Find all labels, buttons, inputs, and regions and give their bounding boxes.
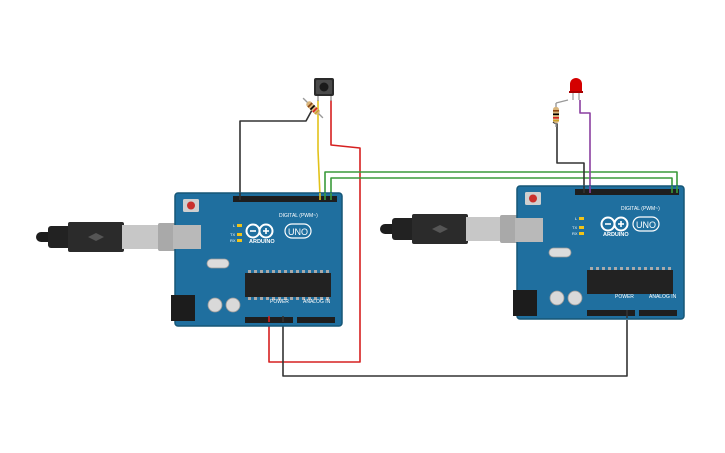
- wires: [239, 100, 678, 377]
- reset-button[interactable]: [187, 201, 195, 210]
- analog-header-label: ANALOG IN: [303, 299, 331, 305]
- wire-green-2[interactable]: [330, 177, 673, 196]
- tx-led-label: TX: [572, 225, 577, 230]
- power-jack: [171, 295, 195, 321]
- usb-jack: [173, 225, 201, 249]
- brand-label: ARDUINO: [249, 239, 275, 245]
- rx-led-label: RX: [230, 238, 236, 243]
- model-label: UNO: [288, 227, 308, 237]
- model-label: UNO: [636, 220, 656, 230]
- capacitor-1: [207, 297, 223, 313]
- atmega-chip: [245, 273, 331, 297]
- wire-black-right-gnd[interactable]: [552, 121, 585, 190]
- crystal-oscillator: [548, 247, 572, 258]
- tx-led-label: TX: [230, 232, 235, 237]
- l-led-label: L: [233, 223, 236, 228]
- brand-label: ARDUINO: [603, 232, 629, 238]
- digital-header[interactable]: [575, 189, 679, 195]
- rx-led-label: RX: [572, 231, 578, 236]
- atmega-chip: [587, 270, 673, 294]
- resistor-left[interactable]: [301, 96, 325, 120]
- wire-red-5v[interactable]: [268, 100, 361, 363]
- wire-yellow-button-signal[interactable]: [317, 100, 321, 197]
- capacitor-1: [549, 290, 565, 306]
- wire-purple-led[interactable]: [579, 100, 591, 190]
- arduino-board-left[interactable]: DIGITAL (PWM~) L TX RX ARDUINO UNO: [171, 192, 343, 327]
- arduino-logo: [245, 223, 274, 239]
- digital-header-label: DIGITAL (PWM~): [621, 206, 660, 212]
- wire-green-1[interactable]: [324, 171, 678, 196]
- digital-header[interactable]: [233, 196, 337, 202]
- resistor-right[interactable]: [553, 103, 559, 127]
- wire-black-ground-link[interactable]: [282, 320, 628, 377]
- digital-header-label: DIGITAL (PWM~): [279, 213, 318, 219]
- analog-header-label: ANALOG IN: [649, 294, 677, 300]
- capacitor-2: [225, 297, 241, 313]
- power-header[interactable]: [587, 310, 635, 316]
- power-header-label: POWER: [270, 299, 289, 305]
- reset-button[interactable]: [529, 194, 537, 203]
- arduino-logo: [600, 216, 629, 232]
- wire-black-left-gnd[interactable]: [239, 109, 313, 196]
- analog-header[interactable]: [639, 310, 677, 316]
- analog-header[interactable]: [297, 317, 335, 323]
- wire-ends: [239, 186, 678, 322]
- pushbutton[interactable]: [314, 78, 334, 101]
- red-led[interactable]: [569, 78, 583, 100]
- usb-jack: [515, 218, 543, 242]
- power-jack: [513, 290, 537, 316]
- l-led-label: L: [575, 216, 578, 221]
- crystal-oscillator: [206, 258, 230, 269]
- capacitor-2: [567, 290, 583, 306]
- power-header-label: POWER: [615, 294, 634, 300]
- arduino-board-right[interactable]: DIGITAL (PWM~) L TX RX ARDUINO UNO POWER…: [513, 185, 685, 320]
